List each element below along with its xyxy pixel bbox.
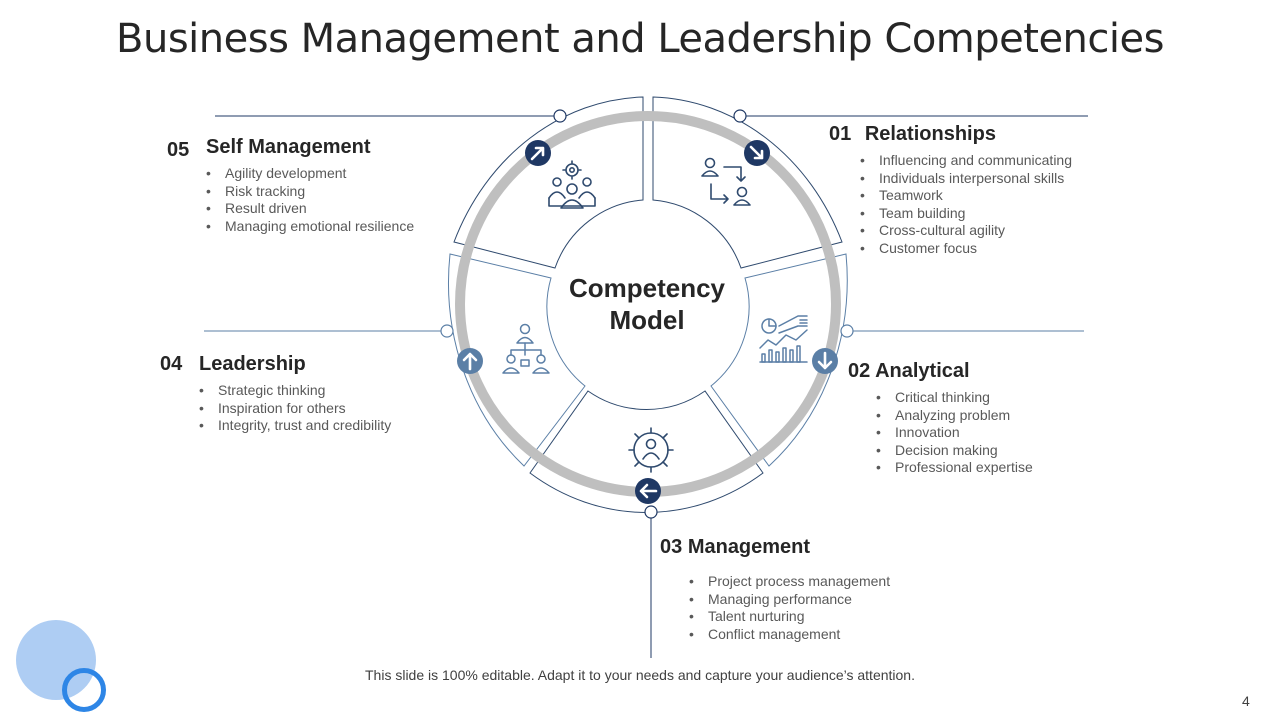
list-item: Influencing and communicating — [860, 152, 1072, 170]
arrow-up-icon — [457, 348, 483, 374]
gear-user-icon — [628, 427, 674, 473]
list-leadership: Strategic thinking Inspiration for other… — [199, 382, 391, 435]
dot-03 — [644, 505, 658, 519]
number-01: 01 — [829, 123, 852, 145]
page-number: 4 — [1242, 693, 1250, 709]
arrow-left-icon — [635, 478, 661, 504]
connector-lines — [204, 115, 1088, 658]
dot-05 — [553, 109, 567, 123]
arrow-down-right-icon — [744, 140, 770, 166]
center-label: Competency Model — [547, 272, 747, 336]
heading-self-management: Self Management — [206, 136, 371, 158]
list-item: Conflict management — [689, 626, 890, 644]
heading-text: Analytical — [875, 360, 970, 382]
list-management: Project process management Managing perf… — [689, 573, 890, 643]
dot-01 — [733, 109, 747, 123]
heading-analytical: 02 Analytical — [848, 360, 1033, 383]
list-item: Result driven — [206, 200, 414, 218]
segment-05 — [453, 96, 644, 269]
list-item: Decision making — [876, 442, 1033, 460]
arrow-down-icon — [812, 348, 838, 374]
center-label-line2: Model — [609, 305, 685, 335]
list-item: Managing emotional resilience — [206, 218, 414, 236]
heading-relationships: 01 Relationships — [829, 123, 1072, 146]
arrow-up-right-icon — [525, 140, 551, 166]
slide-title: Business Management and Leadership Compe… — [116, 16, 1164, 62]
decorative-ring — [62, 668, 106, 712]
list-item: Project process management — [689, 573, 890, 591]
list-item: Individuals interpersonal skills — [860, 170, 1072, 188]
list-item: Teamwork — [860, 187, 1072, 205]
block-relationships: 01 Relationships Influencing and communi… — [829, 123, 1072, 258]
list-item: Cross-cultural agility — [860, 222, 1072, 240]
list-item: Agility development — [206, 165, 414, 183]
center-label-line1: Competency — [568, 273, 726, 303]
list-item: Critical thinking — [876, 389, 1033, 407]
list-item: Customer focus — [860, 240, 1072, 258]
block-analytical: 02 Analytical Critical thinking Analyzin… — [848, 360, 1033, 477]
list-item: Managing performance — [689, 591, 890, 609]
heading-management: 03 Management — [660, 536, 890, 559]
heading-text: Relationships — [864, 123, 996, 145]
team-gear-icon — [548, 160, 596, 209]
number-05: 05 — [167, 139, 190, 161]
list-item: Integrity, trust and credibility — [199, 417, 391, 435]
list-item: Strategic thinking — [199, 382, 391, 400]
people-connection-icon — [701, 157, 751, 206]
dot-02 — [840, 324, 854, 338]
list-analytical: Critical thinking Analyzing problem Inno… — [876, 389, 1033, 477]
block-leadership: Leadership Strategic thinking Inspiratio… — [199, 353, 391, 435]
dot-04 — [440, 324, 454, 338]
list-item: Team building — [860, 205, 1072, 223]
list-item: Analyzing problem — [876, 407, 1033, 425]
segment-04 — [448, 253, 586, 467]
heading-text: Management — [687, 536, 811, 558]
number-04: 04 — [160, 353, 183, 375]
org-hierarchy-icon — [502, 323, 550, 374]
segment-01 — [652, 96, 843, 269]
list-item: Professional expertise — [876, 459, 1033, 477]
list-item: Talent nurturing — [689, 608, 890, 626]
block-management: 03 Management Project process management… — [660, 536, 890, 643]
number-02: 02 — [848, 360, 871, 382]
list-self-management: Agility development Risk tracking Result… — [206, 165, 414, 235]
footer-note: This slide is 100% editable. Adapt it to… — [365, 667, 915, 683]
list-item: Innovation — [876, 424, 1033, 442]
number-03: 03 — [660, 536, 683, 558]
list-item: Inspiration for others — [199, 400, 391, 418]
heading-leadership: Leadership — [199, 353, 306, 375]
list-item: Risk tracking — [206, 183, 414, 201]
analytics-chart-icon — [759, 315, 808, 363]
block-self-management: Self Management Agility development Risk… — [206, 136, 414, 235]
list-relationships: Influencing and communicating Individual… — [860, 152, 1072, 258]
